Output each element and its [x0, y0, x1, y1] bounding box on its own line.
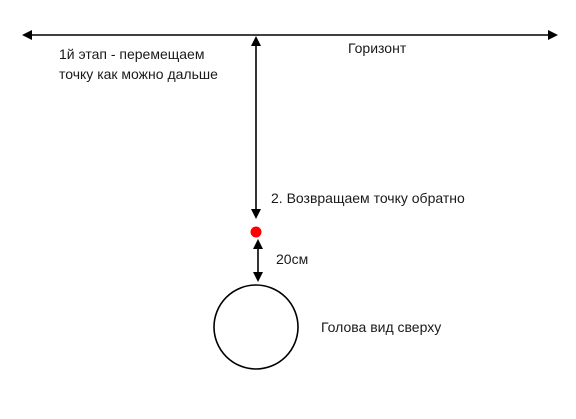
- red-point: [250, 226, 262, 238]
- step2-label: 2. Возвращаем точку обратно: [271, 190, 465, 206]
- head-circle: [213, 284, 299, 370]
- step1-label: 1й этап - перемещаем точку как можно дал…: [59, 44, 254, 84]
- head-label: Голова вид сверху: [321, 319, 442, 335]
- step1-line1: 1й этап - перемещаем: [59, 46, 205, 62]
- step1-line2: точку как можно дальше: [59, 66, 218, 82]
- distance-label: 20см: [276, 251, 309, 267]
- horizon-label: Горизонт: [348, 40, 407, 56]
